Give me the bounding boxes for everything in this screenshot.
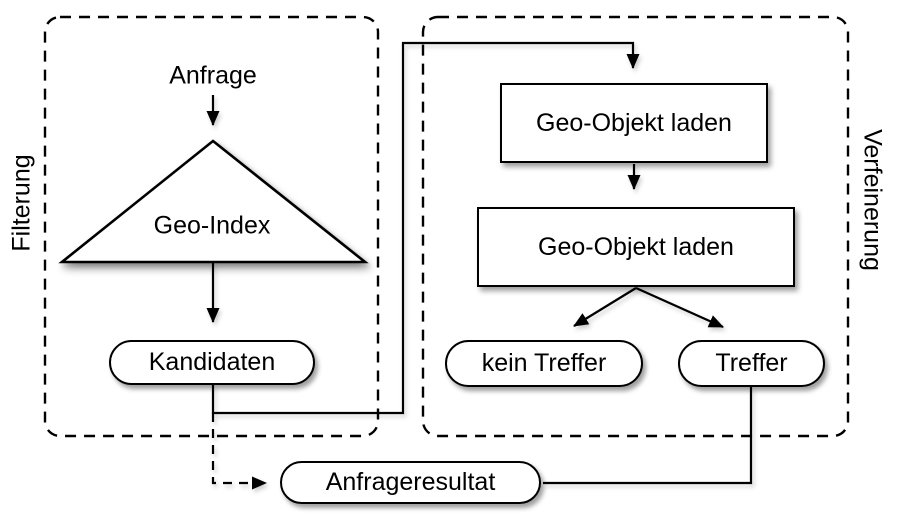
- wire-kandidaten-to-load1: [211, 41, 640, 415]
- node-kein-treffer-label: kein Treffer: [481, 349, 607, 377]
- node-treffer: Treffer: [678, 340, 825, 387]
- wire-treffer-to-anfrageresultat: [543, 387, 753, 485]
- node-kein-treffer: kein Treffer: [445, 340, 643, 387]
- node-geo-objekt-laden-2: Geo-Objekt laden: [477, 207, 795, 287]
- node-anfrageresultat: Anfrageresultat: [280, 461, 541, 504]
- dashed-wire-kandidaten-to-anfrageresultat: [211, 413, 267, 490]
- node-treffer-label: Treffer: [715, 349, 788, 377]
- geo-index-triangle: [58, 139, 369, 264]
- arrow-load2-to-keintreffer: [573, 287, 637, 327]
- node-geo-objekt-laden-2-label: Geo-Objekt laden: [538, 232, 734, 261]
- verfeinerung-section-label: Verfeinerung: [858, 129, 887, 271]
- verfeinerung-section-frame: [421, 15, 850, 438]
- node-anfrageresultat-label: Anfrageresultat: [325, 468, 496, 496]
- filterung-section-label: Filterung: [7, 154, 36, 252]
- node-kandidaten: Kandidaten: [109, 340, 315, 385]
- geo-index-label: Geo-Index: [153, 211, 271, 240]
- filterung-section-frame: [43, 15, 380, 438]
- node-geo-objekt-laden-1: Geo-Objekt laden: [500, 83, 768, 163]
- node-kandidaten-label: Kandidaten: [148, 348, 276, 376]
- anfrage-label: Anfrage: [169, 61, 257, 90]
- node-geo-objekt-laden-1-label: Geo-Objekt laden: [536, 108, 732, 137]
- arrow-load2-to-treffer: [635, 286, 724, 329]
